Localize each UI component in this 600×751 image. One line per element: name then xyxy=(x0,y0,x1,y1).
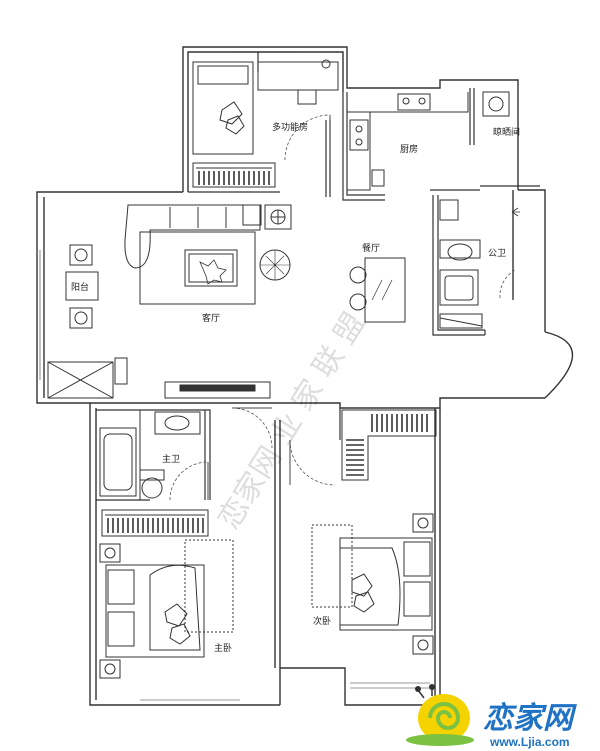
label-master-bath: 主卫 xyxy=(162,453,180,465)
drying-machine xyxy=(482,91,510,117)
master-bath-fixtures xyxy=(99,410,201,500)
sofa xyxy=(124,204,262,305)
label-drying-room: 晾晒间 xyxy=(493,126,520,138)
kitchen-counter xyxy=(347,92,469,191)
multi-room-desk xyxy=(257,59,339,105)
tv-cabinet xyxy=(164,381,271,399)
coffee-table xyxy=(184,249,238,287)
label-second-bedroom: 次卧 xyxy=(313,615,331,627)
multi-room-bed xyxy=(192,61,254,155)
multi-room-wardrobe xyxy=(192,162,276,188)
side-table xyxy=(264,204,292,230)
logo-brand-text: 恋家网 xyxy=(483,701,577,736)
second-bed xyxy=(311,513,434,655)
door-leaves xyxy=(207,115,331,500)
site-logo: 恋家网 www.Ljia.com xyxy=(406,684,577,749)
watermark: 恋家网 业 家 联 盟 xyxy=(211,306,372,535)
balcony-table xyxy=(65,244,99,329)
balcony-storage xyxy=(47,357,128,399)
room-labels: 多功能房 厨房 晾晒间 阳台 客厅 餐厅 公卫 主卫 主卧 次卧 xyxy=(71,121,520,654)
public-bath-fixtures xyxy=(439,199,520,329)
label-master-bedroom: 主卧 xyxy=(214,642,232,654)
second-wardrobe xyxy=(341,409,437,481)
label-dining-room: 餐厅 xyxy=(362,242,380,254)
watermark-text: 恋家网 业 家 联 盟 xyxy=(211,306,372,535)
master-bed xyxy=(99,539,234,679)
label-balcony: 阳台 xyxy=(71,281,89,293)
plant xyxy=(259,249,291,281)
label-living-room: 客厅 xyxy=(202,312,220,324)
logo-url-text: www.Ljia.com xyxy=(489,735,570,749)
doors xyxy=(169,114,516,501)
label-kitchen: 厨房 xyxy=(400,143,418,155)
snail-icon xyxy=(406,684,474,746)
exterior-walls xyxy=(36,46,573,706)
label-public-bath: 公卫 xyxy=(488,248,506,259)
master-wardrobe xyxy=(101,509,209,537)
label-multi-room: 多功能房 xyxy=(272,121,308,133)
dining-table xyxy=(349,257,406,323)
